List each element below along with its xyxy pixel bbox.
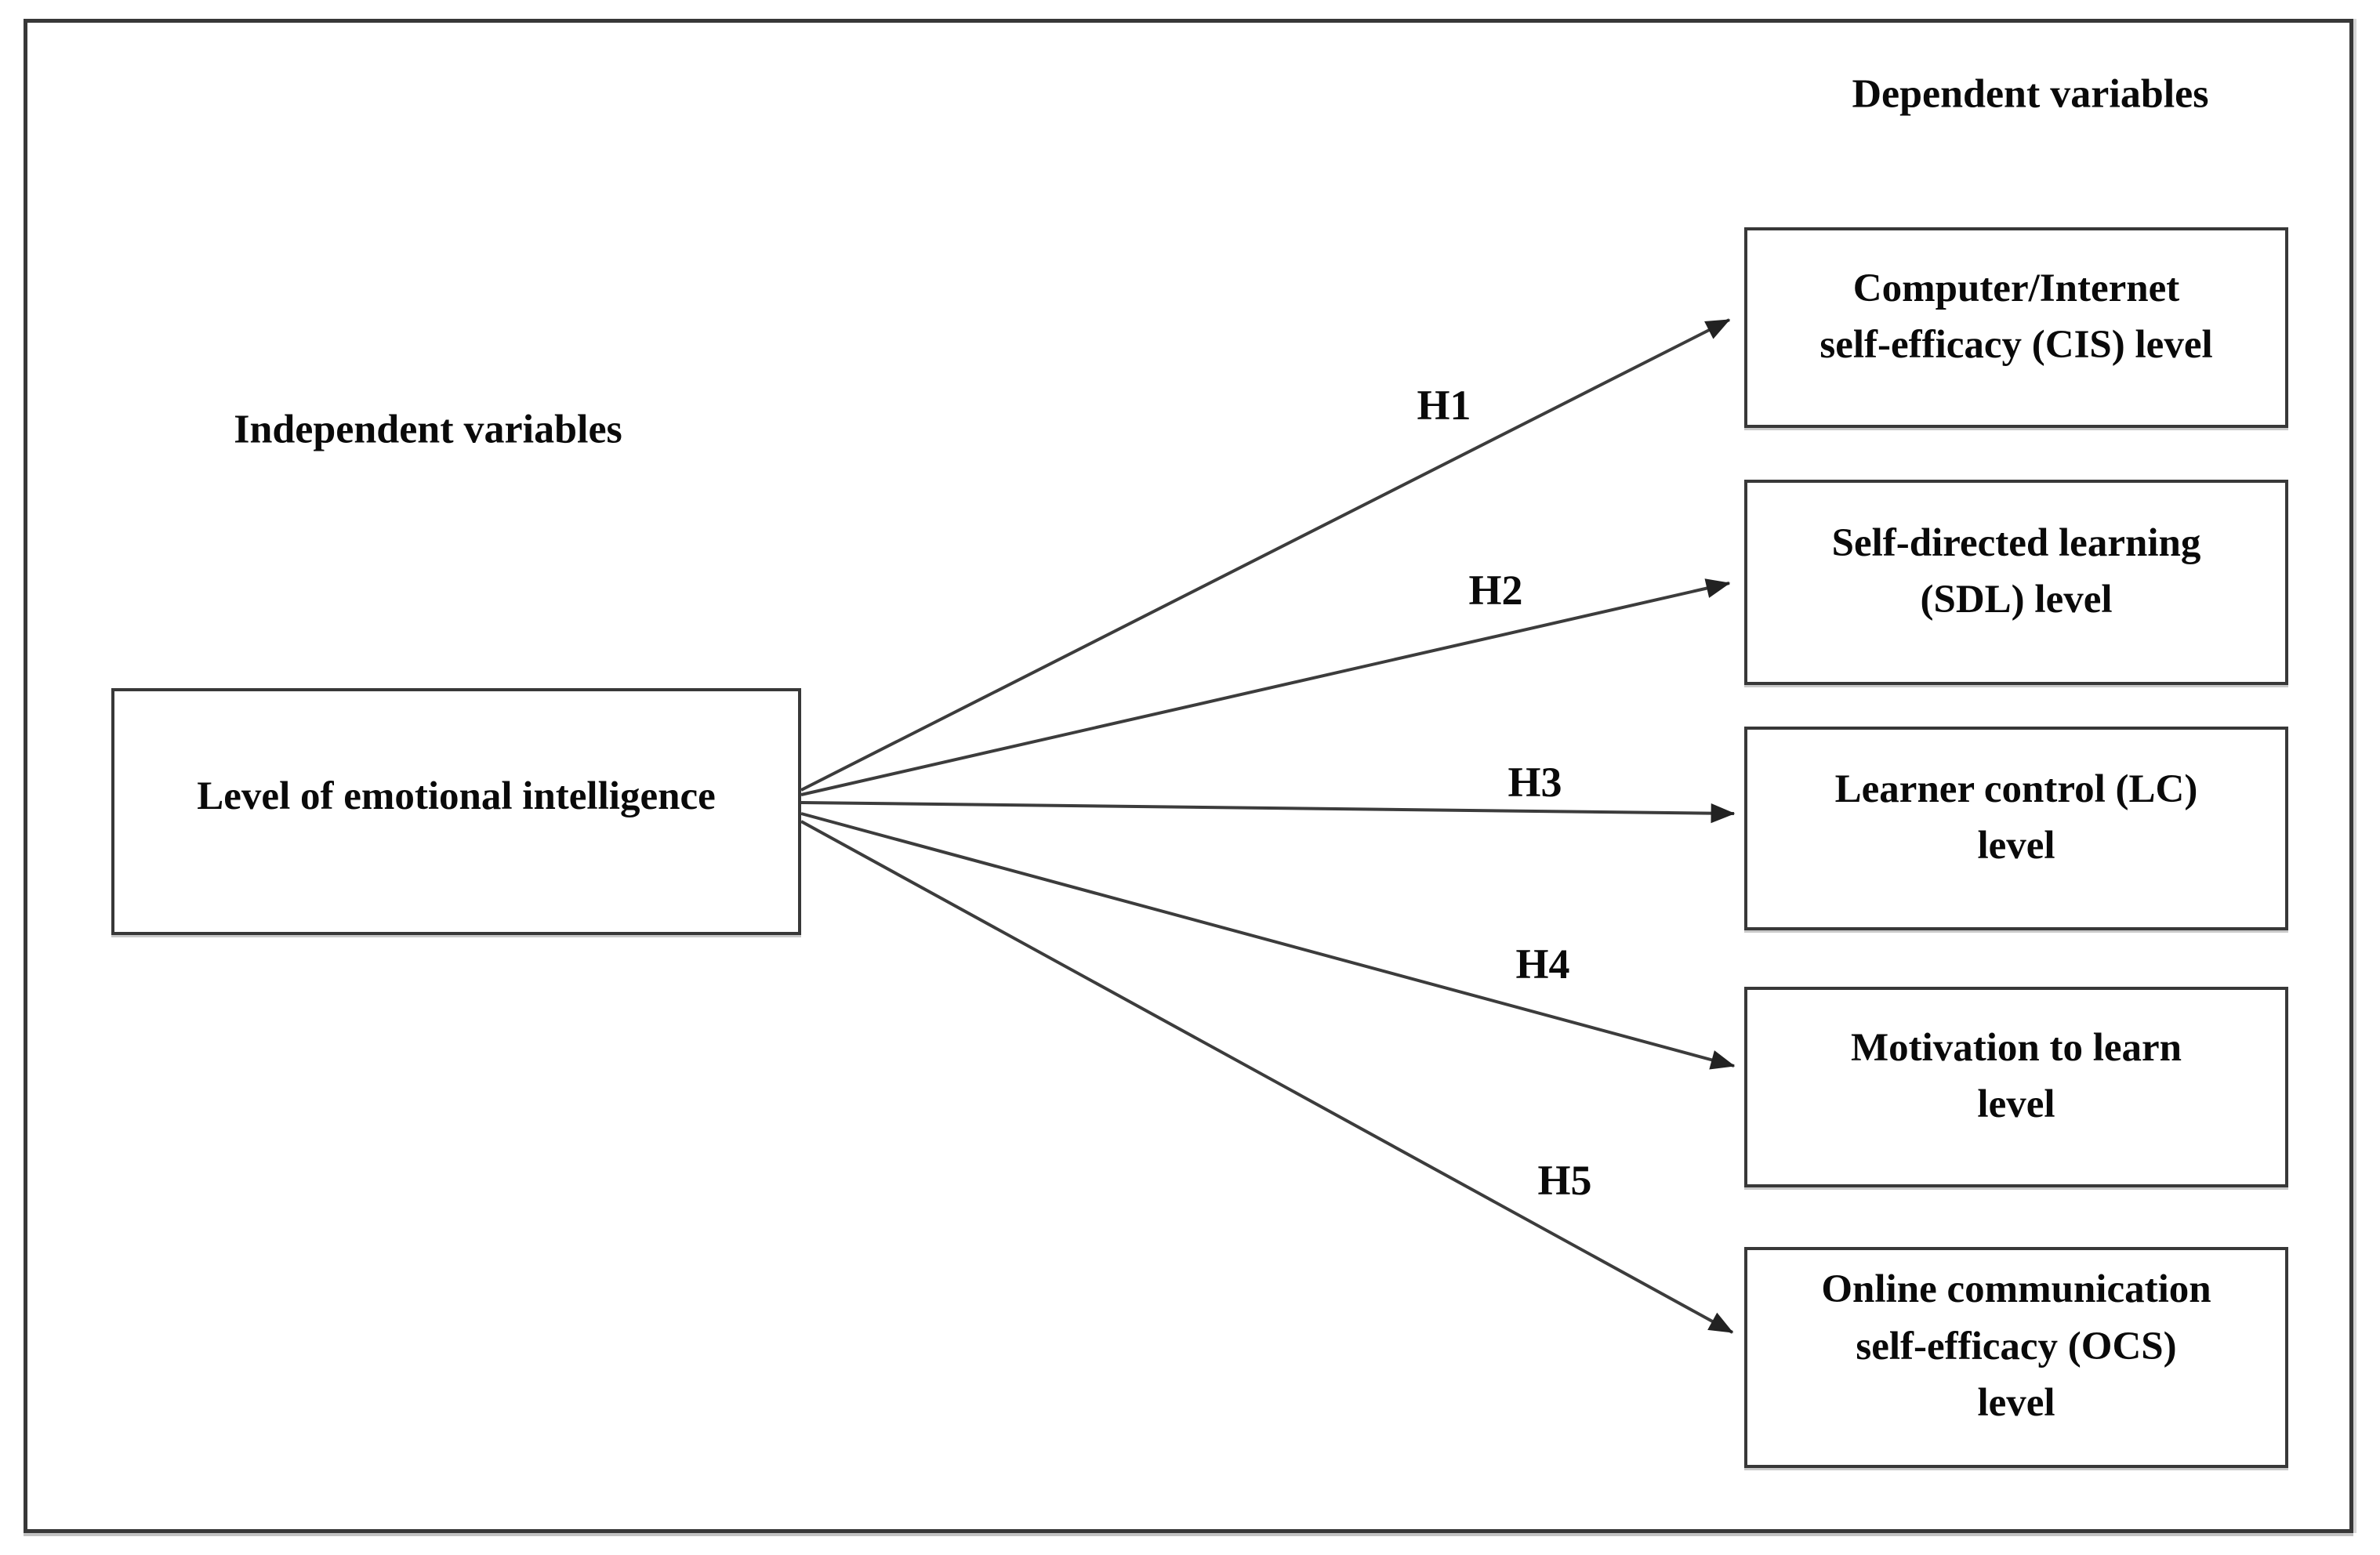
arrow-label-h1: H1 xyxy=(1417,382,1471,429)
arrow-h2-line xyxy=(800,578,1731,796)
dependent-box-lc: Learner control (LC) level xyxy=(1744,727,2288,930)
dependent-box-sdl: Self-directed learning (SDL) level xyxy=(1744,480,2288,685)
arrow-h3-line xyxy=(800,801,1736,824)
independent-variable-box-label: Level of emotional intelligence xyxy=(197,774,716,819)
dependent-box-lc-label: Learner control (LC) level xyxy=(1834,767,2198,868)
arrow-h1-line xyxy=(800,318,1731,792)
arrow-label-h4: H4 xyxy=(1515,941,1570,988)
independent-variable-box: Level of emotional intelligence xyxy=(111,688,801,935)
dependent-box-cis-label: Computer/Internet self-efficacy (CIS) le… xyxy=(1819,266,2213,367)
arrow-label-h2: H2 xyxy=(1468,567,1523,614)
dependent-box-sdl-label: Self-directed learning (SDL) level xyxy=(1831,520,2201,622)
arrow-label-h3: H3 xyxy=(1507,759,1562,806)
arrow-label-h5: H5 xyxy=(1537,1157,1592,1204)
dependent-box-motivation-label: Motivation to learn level xyxy=(1850,1025,2182,1126)
figure-border xyxy=(24,19,2353,1533)
dependent-box-motivation: Motivation to learn level xyxy=(1744,987,2288,1187)
dependent-box-ocs: Online communication self-efficacy (OCS)… xyxy=(1744,1247,2288,1468)
arrow-h5-line xyxy=(800,820,1734,1334)
independent-variables-heading: Independent variables xyxy=(234,407,622,452)
dependent-variables-heading: Dependent variables xyxy=(1852,71,2209,117)
arrow-h4-line xyxy=(800,812,1736,1070)
dependent-box-cis: Computer/Internet self-efficacy (CIS) le… xyxy=(1744,227,2288,428)
dependent-box-ocs-label: Online communication self-efficacy (OCS)… xyxy=(1821,1267,2211,1426)
